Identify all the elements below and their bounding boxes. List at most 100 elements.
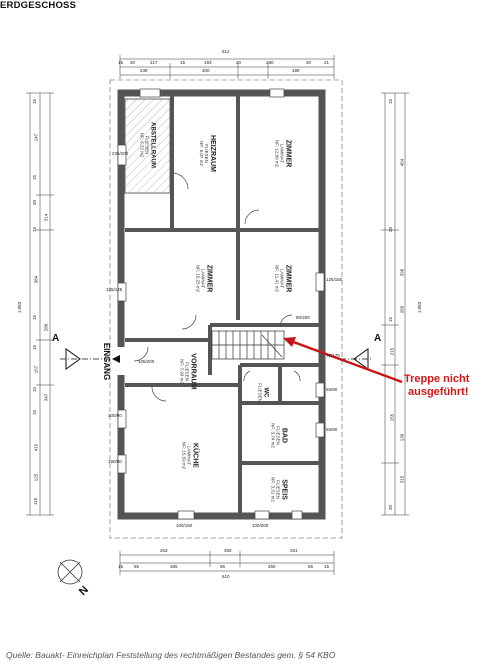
dim-left-total: 1.083 — [17, 301, 23, 314]
entrance-opening — [117, 347, 126, 375]
heizraum-name: HEIZRAUM — [209, 135, 216, 172]
kueche-name: KÜCHE — [191, 443, 199, 468]
dim-left-9: 280 — [43, 323, 49, 332]
dim-bottom-row2-5: 250 — [268, 564, 276, 569]
room-label-zimmer-mid-right: ZIMMER LAMINAT NF: 11,41 m2 — [275, 249, 292, 309]
room-label-zimmer-mid-left: ZIMMER LAMINAT NF: 16,25 m2 — [196, 249, 213, 309]
annotation-line-1: Treppe nicht — [404, 373, 470, 385]
page-title: ERDGESCHOSS — [0, 0, 77, 11]
speis-name: SPEIS — [280, 479, 288, 500]
kueche-area: NF: 15,59 m2 — [181, 441, 187, 470]
dim-right-7: 215 — [389, 347, 395, 356]
interior-walls — [125, 95, 320, 515]
floor-plan-drawing — [26, 55, 409, 585]
room-label-abstellraum: ABSTELLRAUM FLIESEN NF: 6,72 m2 — [140, 118, 156, 173]
dim-top-4: 15 — [180, 60, 186, 65]
dim-top-3: 217 — [150, 60, 158, 65]
dim-left-7: 384 — [33, 275, 39, 284]
vorraum-area: NF: 7,99 m2 — [179, 359, 185, 384]
dim-bottom-row2-7: 15 — [324, 564, 330, 569]
dim-bottom-row2-2: 65 — [134, 564, 140, 569]
vorraum-floor: FLIESEN — [184, 362, 190, 381]
dim-top-total: 612 — [222, 49, 230, 54]
section-a-left-label: A — [52, 333, 60, 344]
room-label-vorraum: VORRAUM FLIESEN NF: 7,99 m2 — [180, 342, 197, 402]
annotation-text: Treppe nicht ausgeführt! — [404, 373, 469, 399]
dim-right-4: 396 — [399, 268, 405, 277]
dim-bottom-row2-4: 95 — [220, 564, 226, 569]
zimmer-mid-right-area: NF: 11,41 m2 — [274, 265, 280, 292]
plot-dashed-boundary — [109, 79, 343, 539]
dim-bottom-row2-1: 15 — [118, 564, 124, 569]
window-label-1: 235/200 — [112, 151, 129, 156]
dim-left-12: 15 — [32, 386, 38, 393]
abstellraum-name: ABSTELLRAUM — [149, 122, 156, 168]
window-label-7: 55/90 — [326, 427, 338, 432]
window-label-10: 100/200 — [252, 523, 269, 528]
exterior-wall — [117, 89, 326, 520]
staircase — [211, 330, 285, 360]
section-a-right-label: A — [374, 333, 382, 344]
dim-top-9: 21 — [324, 60, 330, 65]
zimmer-mid-right-floor: LAMINAT — [279, 268, 285, 289]
zimmer-top-name: ZIMMER — [284, 139, 292, 168]
dim-top-7: 280 — [266, 60, 274, 65]
dim-right-10: 315 — [399, 475, 405, 484]
window-label-9: 100/150 — [176, 523, 193, 528]
room-label-wc: WC FLIESEN — [258, 378, 269, 408]
kueche-floor: LAMINAT — [186, 445, 192, 466]
wc-floor: FLIESEN — [257, 383, 263, 402]
dim-top-row2-2: 300 — [202, 68, 210, 73]
room-label-bad: BAD FLIESEN NF: 3,74 m2 — [271, 411, 288, 461]
dim-top-6: 20 — [236, 60, 242, 65]
door-swings — [133, 172, 301, 402]
room-label-speis: SPEIS FLIESEN NF: 3,31 m2 — [271, 465, 288, 515]
annotation-line-2: ausgeführt! — [408, 386, 469, 398]
north-arrow-circle — [57, 559, 83, 585]
speis-area: NF: 3,31 m2 — [270, 477, 276, 502]
top-dimension-lines — [119, 55, 335, 79]
dim-bottom-3: 261 — [290, 548, 298, 553]
vorraum-name: VORRAUM — [189, 353, 197, 390]
zimmer-top-area: NF: 12,09 m2 — [274, 139, 280, 168]
dim-left-3: 15 — [32, 174, 38, 181]
heizraum-area: NF: 6,07 m2 — [199, 141, 204, 166]
dim-right-2: 454 — [399, 158, 405, 167]
dim-right-1: 15 — [388, 98, 394, 105]
room-label-heizraum: HEIZRAUM FLIESEN NF: 6,07 m2 — [199, 126, 216, 181]
zimmer-mid-left-area: NF: 16,25 m2 — [195, 264, 201, 293]
bad-area: NF: 3,74 m2 — [270, 423, 276, 448]
dim-top-5: 193 — [204, 60, 212, 65]
window-label-4: 105/200 — [138, 359, 155, 364]
dim-left-8: 15 — [32, 314, 38, 321]
windows — [117, 88, 325, 520]
dim-left-5: 314 — [43, 213, 49, 222]
room-label-zimmer-top: ZIMMER LAMINAT NF: 12,09 m2 — [275, 124, 292, 184]
window-label-3: 125/150 — [326, 277, 343, 282]
dim-left-16: 125 — [33, 473, 39, 482]
speis-floor: FLIESEN — [275, 480, 281, 499]
bottom-dimension-lines — [119, 551, 335, 575]
dim-top-row2-1: 238 — [140, 68, 148, 73]
dim-right-9: 130 — [399, 433, 405, 442]
window-label-12: 80/200 — [296, 315, 310, 320]
window-label-8: 190/90 — [108, 459, 122, 464]
dim-bottom-row2-3: 365 — [170, 564, 178, 569]
dim-top-row2-3: 188 — [292, 68, 300, 73]
dim-left-15: 415 — [33, 443, 39, 452]
dim-bottom-2: 308 — [224, 548, 232, 553]
dim-left-17: 115 — [33, 497, 39, 506]
dim-bottom-row2-6: 65 — [308, 564, 314, 569]
north-arrow-line2 — [59, 561, 81, 583]
dim-right-total: 1.083 — [417, 301, 423, 314]
window-label-6: 55/90 — [326, 387, 338, 392]
dim-left-11: 157 — [33, 365, 39, 374]
dim-right-11: 20 — [388, 504, 394, 511]
source-caption: Quelle: Bauakt- Einreichplan Feststellun… — [6, 650, 336, 660]
abstellraum-area: NF: 6,72 m2 — [139, 132, 145, 158]
bad-name: BAD — [280, 427, 288, 444]
dim-left-14: 15 — [32, 409, 38, 416]
dim-right-8: 155 — [389, 413, 395, 422]
left-dimension-lines — [26, 92, 54, 516]
zimmer-mid-left-name: ZIMMER — [205, 264, 213, 293]
